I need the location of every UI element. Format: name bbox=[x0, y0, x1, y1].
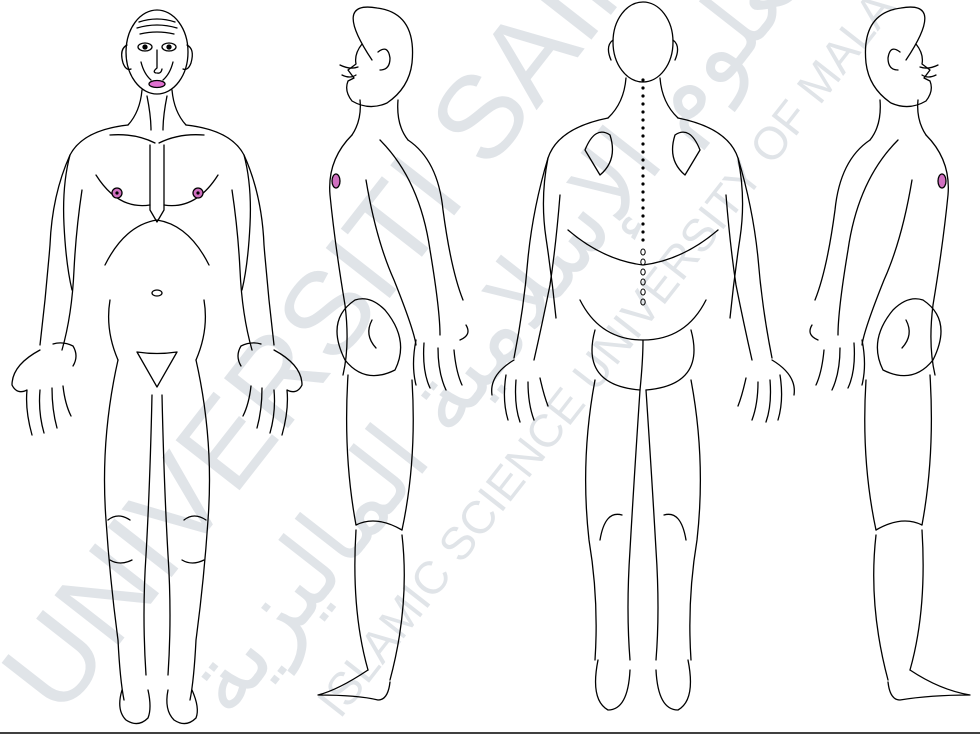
anterior-abdomen bbox=[109, 300, 206, 360]
anterior-ribcage bbox=[105, 220, 209, 265]
rlat-ear bbox=[378, 49, 390, 70]
posterior-left-leg bbox=[586, 380, 640, 660]
left-lateral-view bbox=[810, 7, 970, 700]
posterior-right-hand bbox=[738, 360, 794, 422]
anterior-torso bbox=[64, 125, 251, 290]
anterior-lips bbox=[149, 81, 165, 88]
anterior-clavicles bbox=[110, 135, 204, 143]
anterior-nose bbox=[154, 50, 162, 73]
posterior-spine-markers bbox=[641, 78, 644, 241]
llat-torso-front bbox=[926, 135, 948, 375]
llat-ear bbox=[888, 49, 900, 70]
llat-leg bbox=[874, 530, 923, 680]
anterior-neck bbox=[128, 90, 186, 125]
llat-thigh bbox=[865, 375, 932, 530]
llat-knee bbox=[876, 521, 922, 530]
llat-arm bbox=[838, 140, 912, 345]
posterior-heels bbox=[596, 660, 691, 710]
anterior-groin bbox=[137, 352, 177, 387]
anterior-left-foot bbox=[120, 690, 150, 724]
llat-nipple bbox=[938, 174, 946, 188]
anterior-neck-muscles bbox=[147, 96, 167, 130]
llat-hip-curve bbox=[902, 320, 909, 348]
llat-hand bbox=[810, 325, 865, 390]
anterior-left-arm bbox=[40, 155, 82, 350]
anterior-sternum bbox=[150, 145, 164, 222]
posterior-right-leg bbox=[646, 380, 700, 660]
llat-back-shoulder bbox=[815, 140, 870, 300]
llat-foot bbox=[888, 670, 970, 700]
posterior-calves bbox=[600, 514, 686, 540]
rlat-head bbox=[347, 7, 413, 106]
anterior-navel bbox=[152, 290, 162, 296]
rlat-nipple bbox=[332, 174, 340, 188]
anterior-forehead-lines bbox=[137, 19, 177, 34]
anterior-right-foot bbox=[167, 690, 197, 724]
anterior-left-hand bbox=[12, 343, 76, 435]
